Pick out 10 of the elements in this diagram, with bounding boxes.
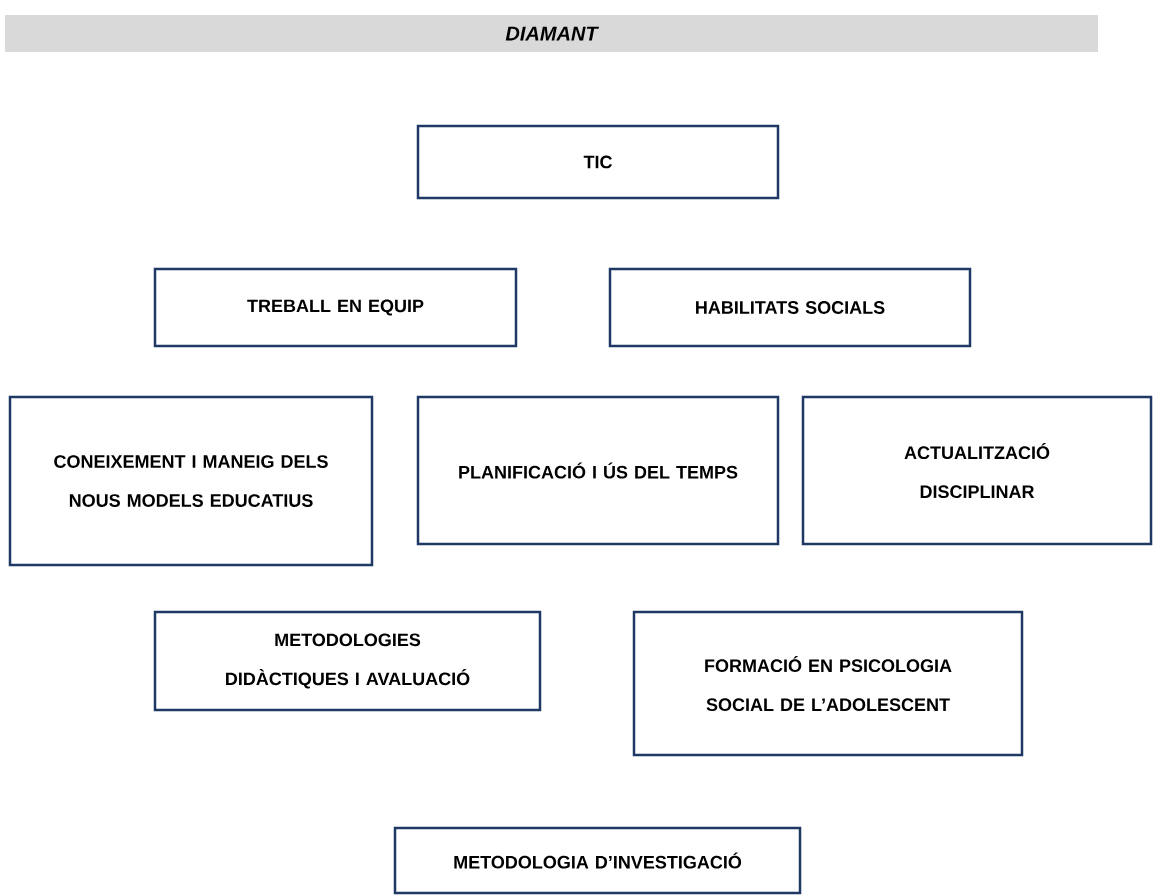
text-box: METODOLOGIA D’INVESTIGACIÓ [393,826,802,895]
text-box: TREBALL EN EQUIP [153,267,518,348]
text-box: CONEIXEMENT I MANEIG DELS NOUS MODELS EDUCATIUS [8,395,374,567]
text-box: PLANIFICACIÓ I ÚS DEL TEMPS [416,395,780,546]
text-box: METODOLOGIES DIDÀCTIQUES I AVALUACIÓ [153,610,542,712]
text-box: FORMACIÓ EN PSICOLOGIA SOCIAL DE L’ADOLESCENT [632,610,1024,757]
text-box: ACTUALITZACIÓ DISCIPLINAR [801,395,1153,546]
text-box: HABILITATS SOCIALS [608,267,972,348]
title-bar: DIAMANT [5,15,1098,52]
text-box: TIC [416,124,780,200]
